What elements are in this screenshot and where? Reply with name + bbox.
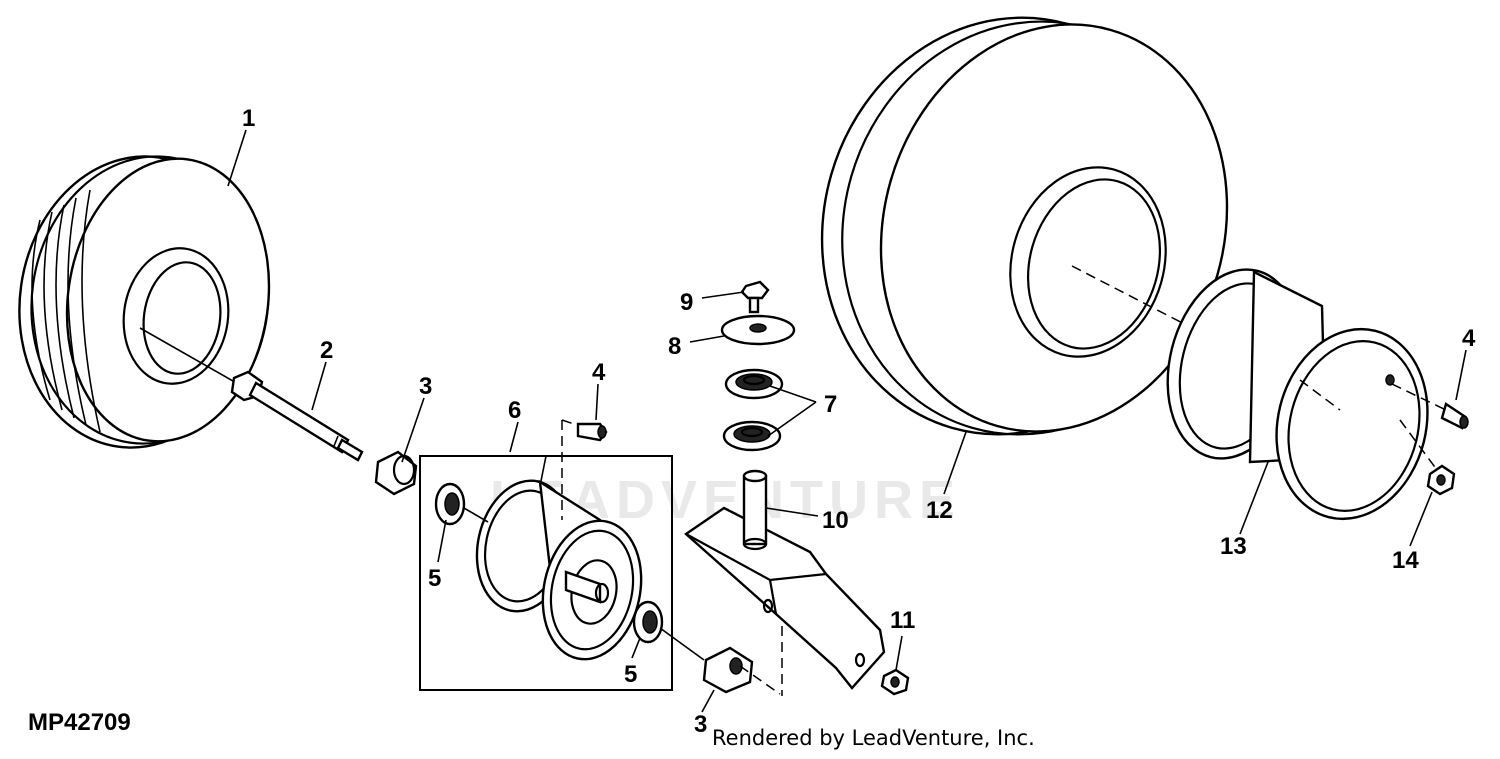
- washer: [720, 314, 796, 346]
- callout-4-left: 4: [592, 359, 606, 386]
- callout-7: 7: [824, 391, 837, 418]
- callout-4-right: 4: [1462, 325, 1476, 352]
- front-wheel-rim: [475, 479, 643, 661]
- render-credit: Rendered by LeadVenture, Inc.: [712, 726, 1035, 750]
- callout-8: 8: [668, 333, 681, 360]
- bearing-right: [632, 600, 664, 644]
- bearing-left: [434, 482, 466, 526]
- rear-wheel-rim: [1166, 268, 1429, 521]
- callout-5-right: 5: [624, 661, 637, 688]
- callout-2: 2: [320, 337, 333, 364]
- valve-stem-right: [1391, 383, 1469, 430]
- leader-lines: [227, 129, 1467, 713]
- spacer-lower: [702, 646, 754, 694]
- fork-nut: [880, 668, 910, 696]
- rear-tire: [820, 16, 1229, 436]
- callout-3-lower: 3: [694, 711, 707, 738]
- callout-11: 11: [890, 607, 915, 634]
- callout-9: 9: [680, 289, 693, 316]
- callout-10: 10: [822, 507, 849, 534]
- axle-bolt: [139, 327, 364, 462]
- caster-bolt: [740, 280, 770, 314]
- callout-12: 12: [926, 497, 953, 524]
- callout-6: 6: [508, 397, 521, 424]
- spacer-upper: [374, 450, 418, 496]
- figure-code: MP42709: [28, 709, 131, 736]
- caster-fork: [684, 469, 886, 690]
- caster-bearing-upper: [724, 368, 784, 400]
- front-tire: [18, 155, 271, 449]
- callout-3-upper: 3: [419, 373, 432, 400]
- callout-1: 1: [242, 105, 255, 132]
- callout-13: 13: [1220, 533, 1247, 560]
- lug-nut: [1399, 419, 1456, 496]
- callout-5-left: 5: [428, 565, 441, 592]
- valve-stem-left: [561, 419, 608, 442]
- callout-14: 14: [1392, 547, 1419, 574]
- caster-bearing-lower: [722, 420, 782, 452]
